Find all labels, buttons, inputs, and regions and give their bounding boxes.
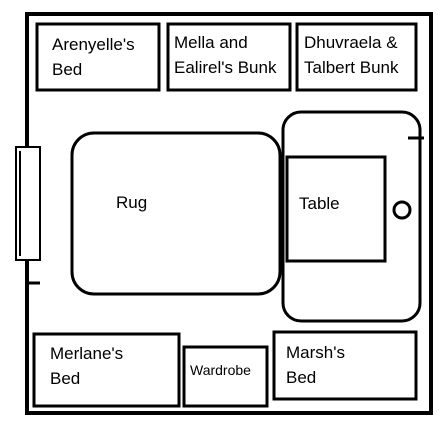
marsh-bed-label: Marsh's Bed — [286, 343, 345, 387]
mella-ealirel-bunk — [166, 22, 292, 92]
wardrobe-label: Wardrobe — [190, 362, 251, 378]
merlane-bed-label: Merlane's Bed — [50, 344, 124, 388]
mella-ealirel-bunk-label: Mella and Ealirel's Bunk — [174, 33, 277, 77]
marsh-bed — [272, 330, 418, 401]
dhuvraela-talbert-bunk-label: Dhuvraela & Talbert Bunk — [304, 33, 399, 77]
arenyelle-bed-label: Arenyelle's Bed — [52, 35, 135, 79]
table — [285, 155, 387, 263]
dhuvraela-talbert-bunk — [295, 22, 418, 92]
rug — [70, 131, 282, 296]
merlane-bed — [32, 332, 181, 408]
arenyelle-bed — [35, 22, 161, 92]
chair-marker — [392, 200, 412, 220]
table-label: Table — [299, 194, 340, 213]
wardrobe — [182, 345, 269, 408]
rug-label: Rug — [116, 193, 148, 212]
